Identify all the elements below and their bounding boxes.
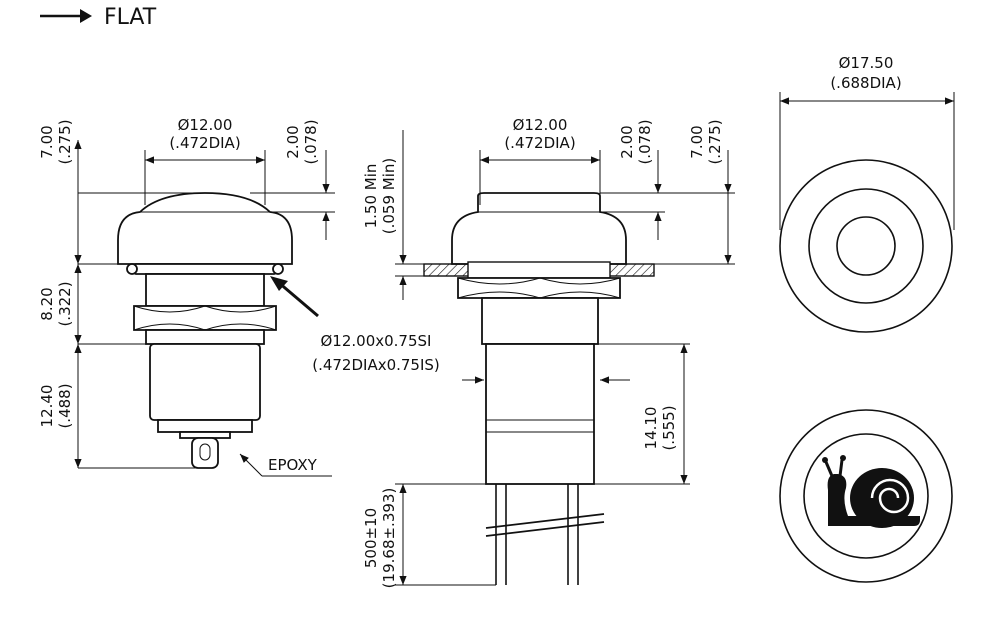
lead-length-inch-label: (19.68±.393) xyxy=(380,488,398,589)
section-view: Ø12.00 (.472DIA) 2.00 (.078) 7.00 (.275)… xyxy=(312,116,735,588)
arrow-right-icon xyxy=(40,9,92,23)
section-cap xyxy=(451,192,627,265)
terminal xyxy=(191,437,219,469)
body-length-inch-label: (.488) xyxy=(56,383,74,428)
lead-length-label: 500±10 xyxy=(362,508,380,568)
top-view: Ø17.50 (.688DIA) xyxy=(779,54,955,333)
shank xyxy=(145,273,265,307)
shank-length-label: 8.20 xyxy=(38,287,56,320)
section-body-length-inch-label: (.555) xyxy=(660,405,678,450)
cap-height-inch-label: (.275) xyxy=(56,119,74,164)
top-middle-ring xyxy=(808,188,924,304)
section-nut xyxy=(457,277,621,299)
thread-section xyxy=(145,329,265,345)
top-diameter-label: Ø17.50 xyxy=(839,54,894,72)
cap-outline xyxy=(117,192,293,265)
section-cap-diameter-label: Ø12.00 xyxy=(513,116,568,134)
collar xyxy=(133,263,277,275)
body-length-label: 12.40 xyxy=(38,385,56,428)
panel-min-label: 1.50 Min xyxy=(362,164,380,229)
top-outer-ring xyxy=(779,159,953,333)
section-cap-height-label: 7.00 xyxy=(688,125,706,158)
epoxy-label: EPOXY xyxy=(268,456,318,474)
section-cap-diameter-inch-label: (.472DIA) xyxy=(504,134,575,152)
snail-inner-ring xyxy=(803,433,929,559)
section-body xyxy=(485,343,595,485)
cap-diameter-inch-label: (.472DIA) xyxy=(169,134,240,152)
panel-min-inch-label: (.059 Min) xyxy=(380,158,398,235)
thread-inch-label: (.472DIAx0.75IS) xyxy=(312,356,440,374)
switch-body xyxy=(149,343,261,421)
cap-diameter-label: Ø12.00 xyxy=(178,116,233,134)
epoxy-layer xyxy=(157,419,253,433)
snail-outer-ring xyxy=(779,409,953,583)
top-inner-ring xyxy=(836,216,896,276)
thread-label: Ø12.00x0.75SI xyxy=(321,332,432,350)
side-view: Ø12.00 (.472DIA) 7.00 (.275) 2.00 (.078)… xyxy=(38,116,335,477)
hex-nut xyxy=(133,305,277,331)
dome-height-inch-label: (.078) xyxy=(302,119,320,164)
top-view-snail xyxy=(779,409,953,583)
dome-height-label: 2.00 xyxy=(284,125,302,158)
legend-label: FLAT xyxy=(104,5,157,30)
legend: FLAT xyxy=(40,5,157,30)
top-diameter-inch-label: (.688DIA) xyxy=(830,74,901,92)
section-body-length-label: 14.10 xyxy=(642,407,660,450)
section-shank xyxy=(481,297,599,345)
section-cap-height-inch-label: (.275) xyxy=(706,119,724,164)
section-dome-height-label: 2.00 xyxy=(618,125,636,158)
shank-length-inch-label: (.322) xyxy=(56,281,74,326)
snail-icon xyxy=(822,455,920,528)
section-dome-height-inch-label: (.078) xyxy=(636,119,654,164)
cap-height-label: 7.00 xyxy=(38,125,56,158)
